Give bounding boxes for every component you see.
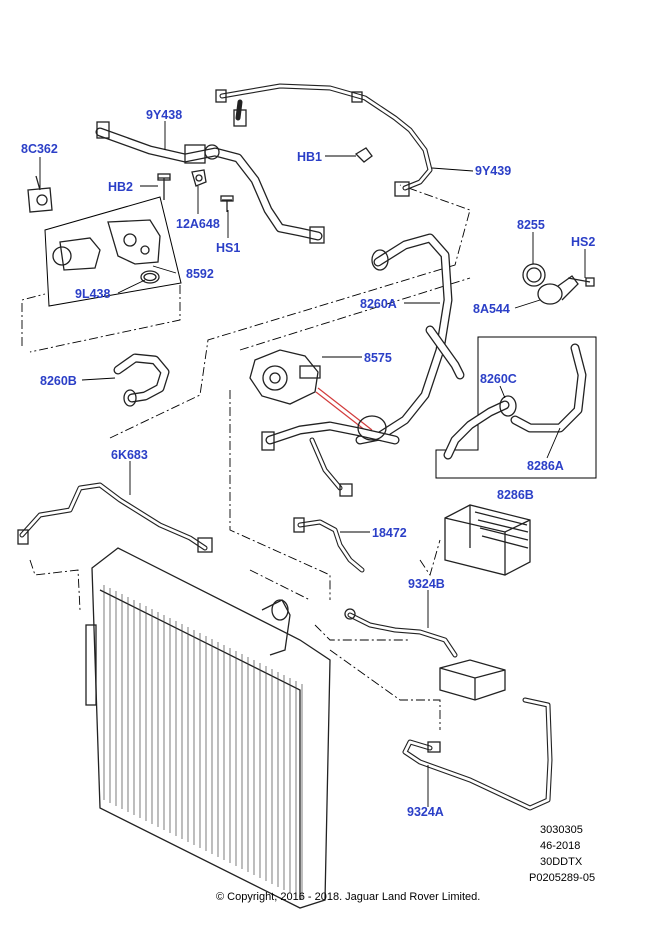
hose-9324b bbox=[344, 608, 458, 658]
bolt-hb2 bbox=[157, 173, 171, 200]
label-8260a: 8260A bbox=[360, 297, 397, 311]
bracket-8c362 bbox=[27, 175, 53, 213]
label-hs2: HS2 bbox=[571, 235, 595, 249]
callout-leaders bbox=[39, 121, 586, 807]
label-9324b: 9324B bbox=[408, 577, 445, 591]
label-9y439: 9Y439 bbox=[475, 164, 511, 178]
label-9l438: 9L438 bbox=[75, 287, 110, 301]
hose-9y439 bbox=[215, 83, 433, 197]
label-8a544: 8A544 bbox=[473, 302, 510, 316]
label-8260b: 8260B bbox=[40, 374, 77, 388]
label-8286b: 8286B bbox=[497, 488, 534, 502]
hose-8286a bbox=[510, 343, 587, 433]
hose-8260c bbox=[443, 395, 517, 460]
hose-9324a bbox=[402, 697, 553, 811]
water-pump-8575 bbox=[249, 349, 373, 435]
hose-9y438 bbox=[95, 121, 325, 244]
bolt-hs1 bbox=[220, 195, 234, 212]
label-hb2: HB2 bbox=[108, 180, 133, 194]
label-hb1: HB1 bbox=[297, 150, 322, 164]
label-8286a: 8286A bbox=[527, 459, 564, 473]
outlet-8a544 bbox=[537, 275, 579, 305]
label-18472: 18472 bbox=[372, 526, 407, 540]
reference-line-1: 3030305 bbox=[540, 824, 583, 836]
label-8255: 8255 bbox=[517, 218, 545, 232]
hose-6k683 bbox=[17, 482, 213, 553]
label-8260c: 8260C bbox=[480, 372, 517, 386]
bolt-hs2 bbox=[567, 277, 595, 287]
oil-cooler bbox=[444, 504, 531, 576]
label-8c362: 8C362 bbox=[21, 142, 58, 156]
reference-block: 3030305 46-2018 30DDTX P0205289-05 bbox=[529, 824, 595, 884]
label-9324a: 9324A bbox=[407, 805, 444, 819]
label-12a648: 12A648 bbox=[176, 217, 220, 231]
o-ring-9l438 bbox=[140, 270, 160, 284]
label-9y438: 9Y438 bbox=[146, 108, 182, 122]
copyright-notice: © Copyright, 2016 - 2018. Jaguar Land Ro… bbox=[216, 891, 480, 903]
hose-8260a bbox=[355, 233, 465, 445]
radiator bbox=[85, 547, 331, 909]
label-hs1: HS1 bbox=[216, 241, 240, 255]
o-ring-8255 bbox=[522, 263, 546, 287]
callout-labels: 9Y438 8C362 HB2 12A648 HS1 8592 9L438 HB… bbox=[21, 108, 595, 819]
transmission-cooler bbox=[439, 659, 506, 701]
label-8592: 8592 bbox=[186, 267, 214, 281]
hose-18472 bbox=[293, 517, 365, 573]
reference-line-3: 30DDTX bbox=[540, 856, 583, 868]
group-frames bbox=[21, 184, 597, 730]
thermostat-housing-8592 bbox=[52, 219, 161, 271]
reference-line-4: P0205289-05 bbox=[529, 872, 595, 884]
reference-line-2: 46-2018 bbox=[540, 840, 580, 852]
label-8575: 8575 bbox=[364, 351, 392, 365]
label-6k683: 6K683 bbox=[111, 448, 148, 462]
clip-12a648 bbox=[191, 169, 207, 187]
hose-central-assembly bbox=[261, 415, 400, 497]
hose-8260b bbox=[113, 353, 170, 407]
bolt-hb1 bbox=[354, 147, 373, 163]
